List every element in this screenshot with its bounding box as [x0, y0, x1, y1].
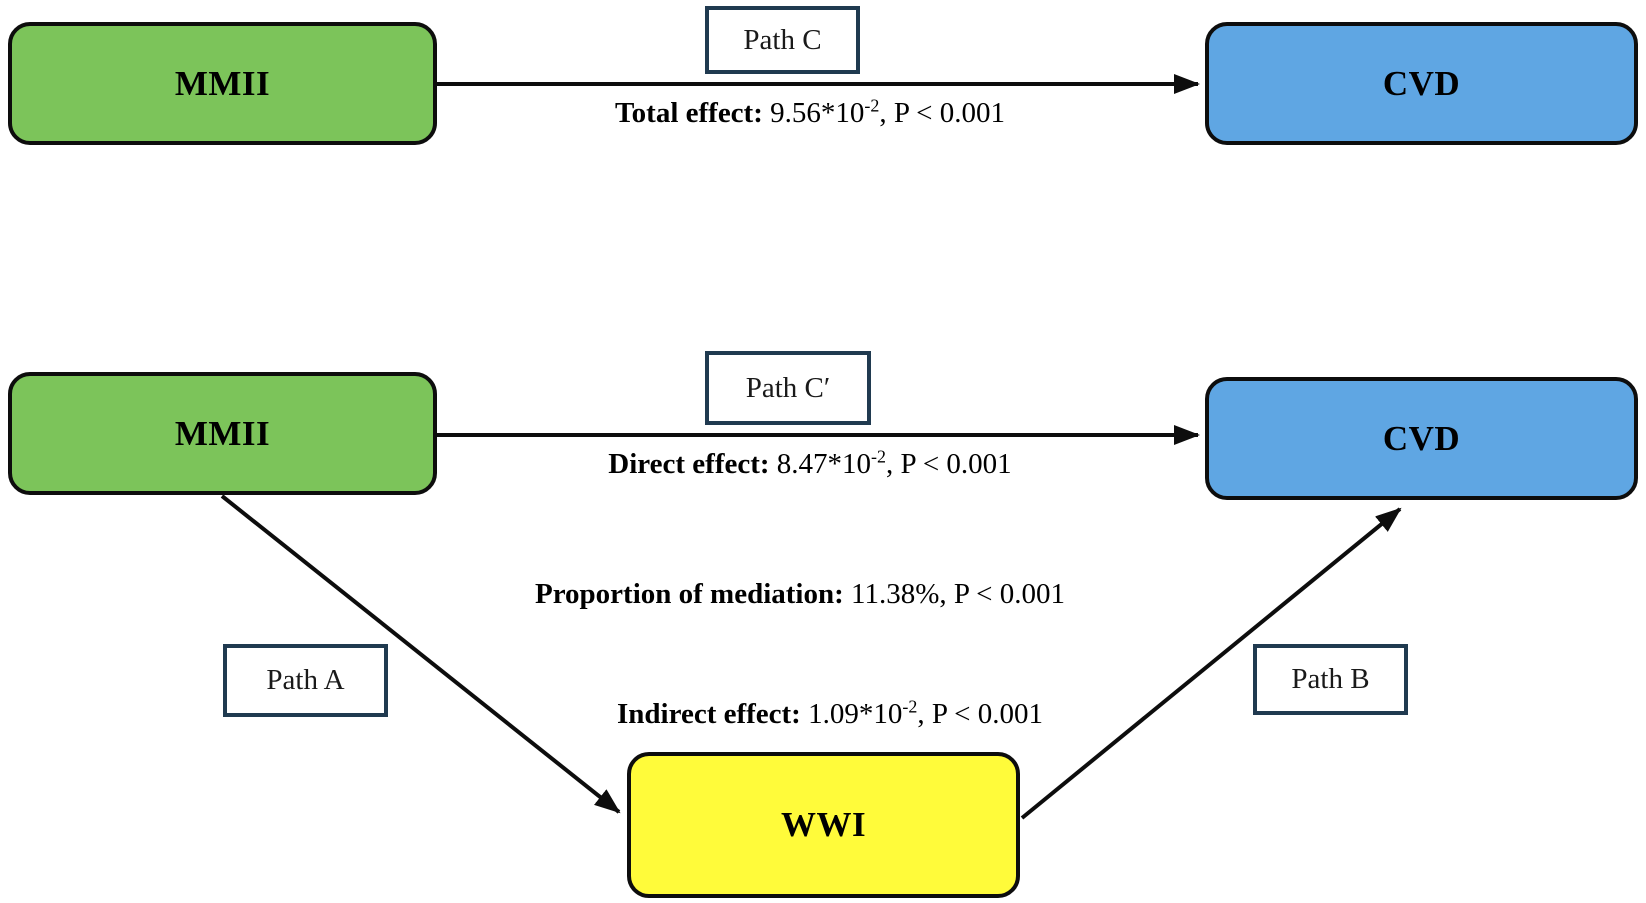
exposure-node-total-label: MMII [174, 63, 271, 103]
total-effect-text: Total effect: 9.56*10-2, P < 0.001 [490, 95, 1130, 130]
total-effect-suffix: , P < 0.001 [879, 97, 1006, 129]
path-c-prime-label-box: Path C′ [705, 351, 871, 425]
direct-effect-value: 8.47*10 [769, 448, 872, 480]
mediator-node-label: WWI [780, 805, 867, 844]
path-b-label: Path B [1291, 663, 1370, 695]
total-effect-exponent: -2 [864, 95, 880, 116]
indirect-effect-exponent: -2 [902, 696, 918, 717]
proportion-of-mediation-text: Proportion of mediation: 11.38%, P < 0.0… [450, 578, 1150, 611]
mediator-node: WWI [627, 752, 1020, 898]
indirect-effect-suffix: , P < 0.001 [917, 698, 1043, 730]
total-effect-value: 9.56*10 [762, 97, 865, 129]
outcome-node-total-label: CVD [1382, 63, 1461, 103]
path-c-label: Path C [743, 23, 822, 56]
direct-effect-suffix: , P < 0.001 [886, 448, 1012, 480]
outcome-node-mediation: CVD [1205, 377, 1638, 500]
proportion-value: 11.38%, P < 0.001 [843, 578, 1066, 610]
direct-effect-exponent: -2 [871, 446, 887, 467]
path-a-label-box: Path A [223, 644, 388, 717]
outcome-node-total: CVD [1205, 22, 1638, 145]
path-c-label-box: Path C [705, 6, 860, 74]
path-c-prime-label: Path C′ [745, 371, 831, 404]
exposure-node-mediation: MMII [8, 372, 437, 495]
exposure-node-total: MMII [8, 22, 437, 145]
path-a-label: Path A [266, 664, 345, 696]
direct-effect-text: Direct effect: 8.47*10-2, P < 0.001 [490, 446, 1130, 481]
outcome-node-mediation-label: CVD [1382, 418, 1461, 458]
indirect-effect-value: 1.09*10 [800, 698, 903, 730]
indirect-effect-label: Indirect effect: [617, 698, 801, 730]
path-b-label-box: Path B [1253, 644, 1408, 715]
indirect-effect-text: Indirect effect: 1.09*10-2, P < 0.001 [480, 696, 1180, 731]
proportion-label: Proportion of mediation: [534, 578, 844, 610]
exposure-node-mediation-label: MMII [174, 413, 271, 453]
direct-effect-label: Direct effect: [608, 448, 770, 480]
total-effect-label: Total effect: [614, 97, 763, 129]
